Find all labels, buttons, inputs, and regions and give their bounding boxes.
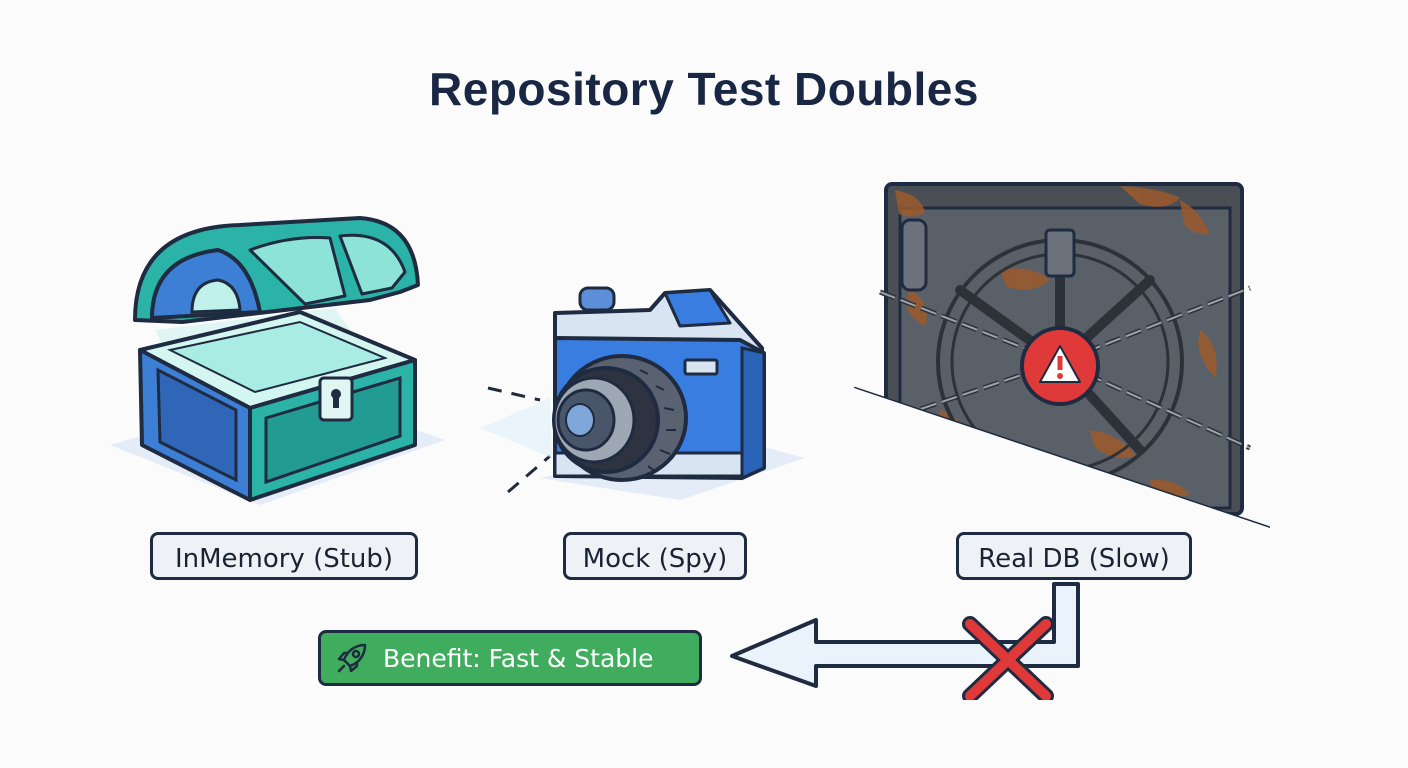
page-title: Repository Test Doubles	[429, 63, 979, 115]
label-real-db-slow: Real DB (Slow)	[956, 532, 1192, 580]
blocked-arrow	[730, 582, 1080, 700]
treasure-chest-icon	[110, 216, 445, 505]
label-mock-spy: Mock (Spy)	[563, 532, 747, 580]
chained-vault-icon	[850, 182, 1270, 530]
cross-icon	[962, 616, 1054, 700]
benefit-label: Benefit: Fast & Stable	[383, 643, 654, 673]
label-inmemory-stub: InMemory (Stub)	[150, 532, 418, 580]
camera-icon	[480, 286, 805, 500]
rocket-icon	[337, 643, 367, 673]
benefit-badge: Benefit: Fast & Stable	[318, 630, 702, 686]
